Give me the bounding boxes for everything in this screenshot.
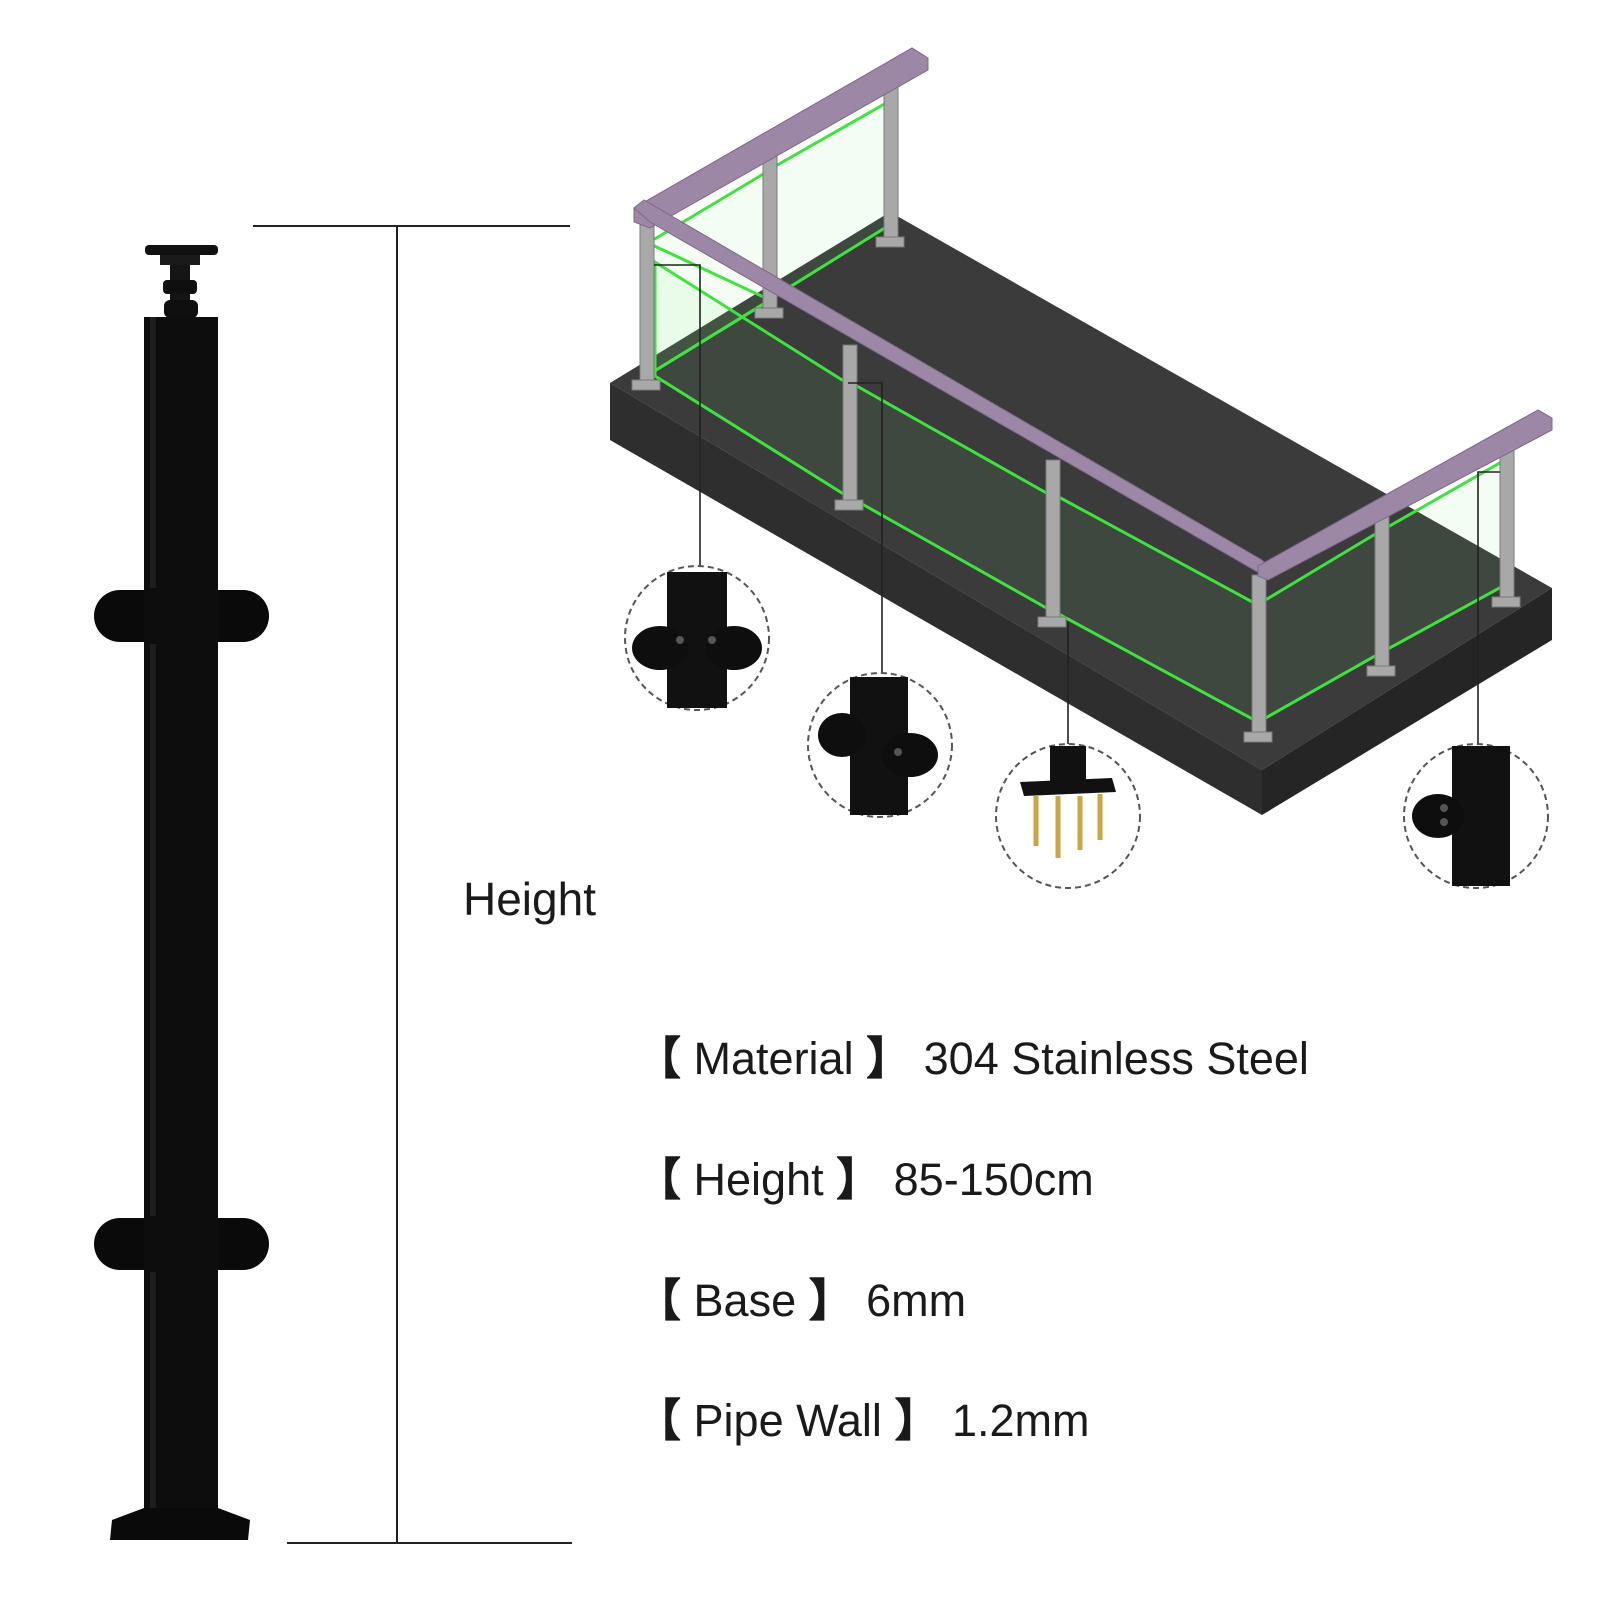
glass-clamp-lower	[94, 1216, 269, 1272]
bracket-close: 】	[808, 1275, 854, 1326]
base-plate-anchor-detail	[995, 743, 1141, 889]
spec-base: 【 Base 】 6mm	[636, 1278, 966, 1323]
bracket-close: 】	[836, 1154, 882, 1205]
corner-clamp-detail	[624, 565, 770, 711]
spec-material: 【 Material 】 304 Stainless Steel	[636, 1036, 1309, 1081]
black-railing-post	[94, 245, 269, 1540]
spec-key: Base	[693, 1275, 797, 1326]
handrail	[633, 47, 1553, 581]
end-clamp-detail	[1403, 743, 1549, 889]
bracket-close: 】	[894, 1395, 940, 1446]
spec-height: 【 Height 】 85-150cm	[636, 1157, 1094, 1202]
spec-key: Pipe Wall	[693, 1395, 882, 1446]
spec-value: 304 Stainless Steel	[923, 1033, 1309, 1084]
spec-value: 1.2mm	[951, 1395, 1090, 1446]
balcony-scene	[610, 47, 1553, 815]
spec-key: Material	[693, 1033, 854, 1084]
bracket-open: 【	[636, 1275, 682, 1326]
platform-front	[610, 383, 1262, 815]
bracket-close: 】	[866, 1033, 912, 1084]
bracket-open: 【	[636, 1154, 682, 1205]
glass-clamp-detail	[807, 672, 953, 818]
height-dimension-label: Height	[463, 873, 596, 925]
spec-value: 6mm	[866, 1275, 967, 1326]
platform-side	[1262, 588, 1552, 815]
bracket-open: 【	[636, 1033, 682, 1084]
spec-key: Height	[693, 1154, 824, 1205]
glass-clamp-upper	[94, 588, 269, 644]
spec-pipe-wall: 【 Pipe Wall 】 1.2mm	[636, 1398, 1090, 1443]
height-dimension-line	[253, 225, 572, 1544]
bracket-open: 【	[636, 1395, 682, 1446]
spec-value: 85-150cm	[893, 1154, 1094, 1205]
